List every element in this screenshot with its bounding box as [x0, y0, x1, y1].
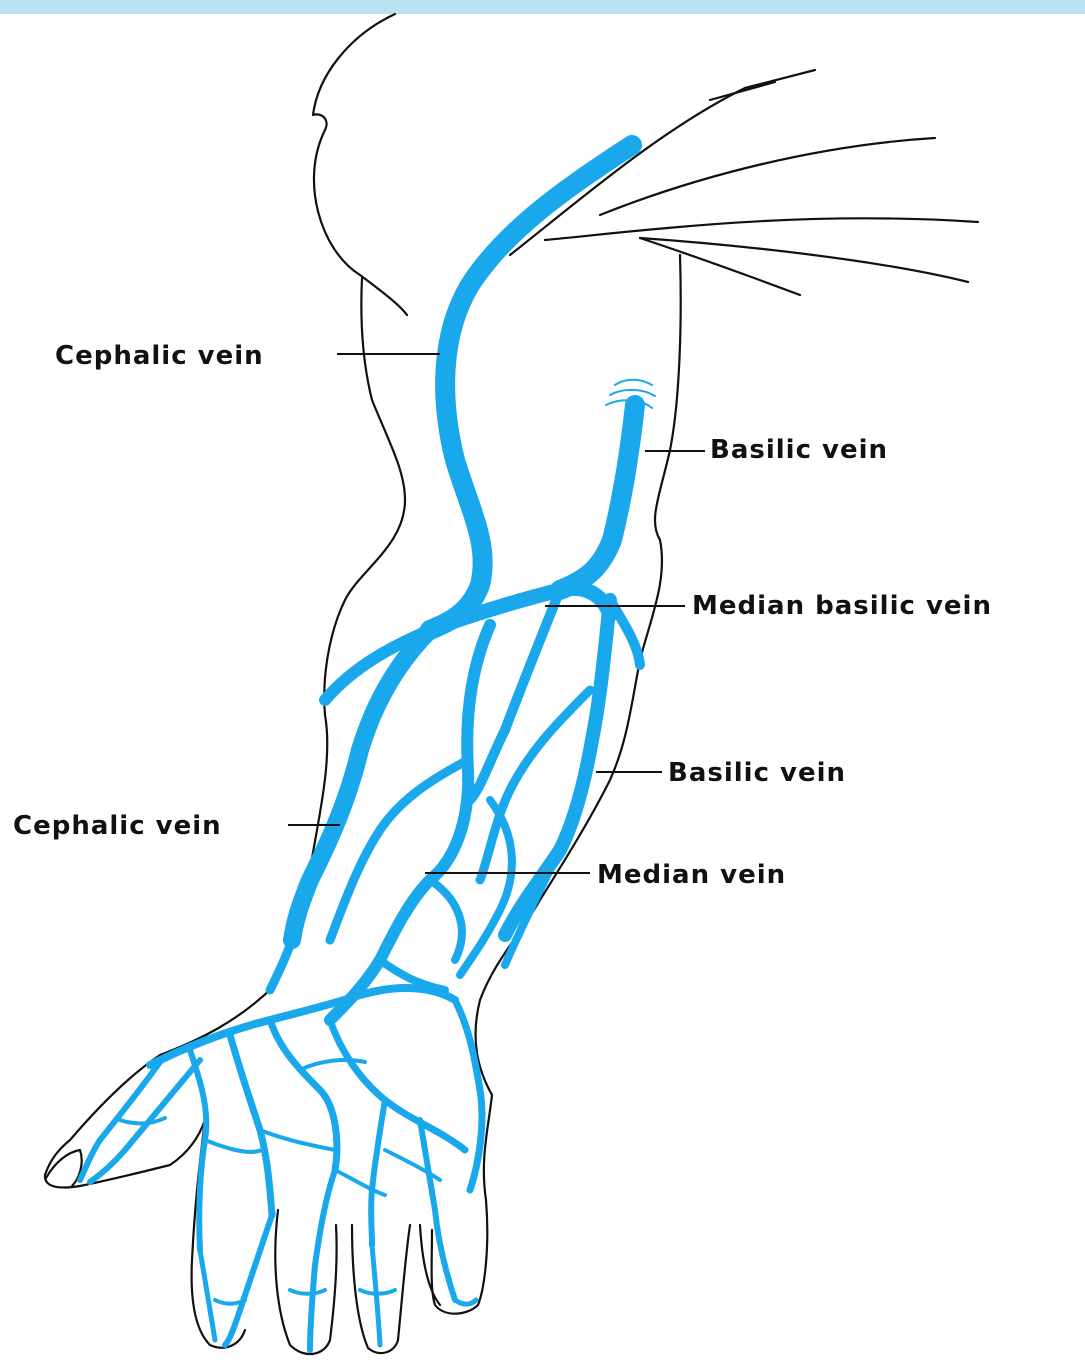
label-basilic-vein-lower: Basilic vein — [668, 758, 846, 788]
basilic-vein-upper-path — [560, 405, 635, 590]
label-basilic-vein-upper: Basilic vein — [710, 435, 888, 465]
cephalic-vein-lower-path — [292, 630, 430, 940]
arm-outline — [45, 14, 978, 1354]
vein-network — [80, 145, 655, 1350]
label-median-basilic-vein: Median basilic vein — [692, 591, 992, 621]
label-cephalic-vein-lower: Cephalic vein — [13, 811, 222, 841]
label-median-vein: Median vein — [597, 860, 786, 890]
label-cephalic-vein-upper: Cephalic vein — [55, 341, 264, 371]
